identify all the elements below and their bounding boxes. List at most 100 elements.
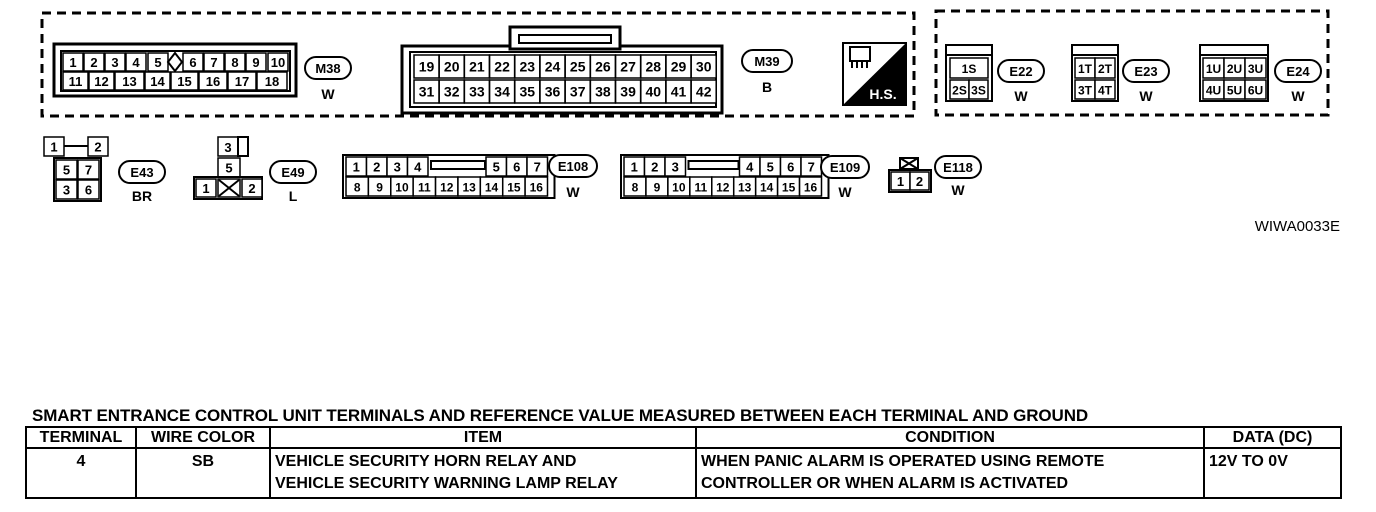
table-caption: SMART ENTRANCE CONTROL UNIT TERMINALS AN…: [32, 406, 1089, 425]
terminal-number: 3: [672, 160, 679, 175]
terminal-number: 11: [694, 181, 707, 195]
terminal-number: 42: [696, 84, 712, 100]
terminal-number: 15: [177, 74, 191, 89]
terminal-cell: [198, 71, 228, 91]
terminal-number: 9: [252, 55, 259, 70]
terminal-number: 5U: [1227, 84, 1242, 98]
header-terminal: TERMINAL: [25, 426, 137, 449]
terminal-number: 7: [808, 160, 815, 175]
terminal-cell: [77, 159, 100, 180]
terminal-number: 2: [916, 174, 923, 189]
condition-line-2: CONTROLLER OR WHEN ALARM IS ACTIVATED: [701, 475, 1069, 492]
terminal-number: 14: [150, 74, 165, 89]
terminal-number: 1: [353, 160, 360, 175]
terminal-number: 2: [651, 160, 658, 175]
terminal-number: 1: [50, 140, 57, 155]
terminal-number: 12: [440, 181, 454, 195]
terminal-cell: [664, 156, 687, 177]
terminal-number: 4U: [1206, 84, 1221, 98]
connector-label-e22: E22 W: [997, 59, 1045, 104]
terminal-number: 2U: [1227, 62, 1242, 76]
terminal-number: 2T: [1098, 62, 1113, 76]
reference-table: TERMINAL WIRE COLOR ITEM CONDITION DATA …: [25, 426, 1342, 499]
header-data: DATA (DC): [1203, 426, 1342, 449]
terminal-number: 1: [897, 174, 904, 189]
cell-item: VEHICLE SECURITY HORN RELAY AND VEHICLE S…: [269, 447, 697, 499]
terminal-number: 33: [469, 84, 485, 100]
terminal-number: 4T: [1098, 84, 1113, 98]
terminal-cell: [524, 176, 549, 197]
latch-slot: [430, 160, 486, 170]
terminal-cell: [968, 79, 989, 100]
connector-color: L: [289, 188, 298, 204]
connector-label-e43: E43 BR: [118, 160, 166, 204]
terminal-cell: [1244, 57, 1267, 79]
terminal-number: 5: [154, 55, 161, 70]
terminal-cell: [949, 57, 989, 79]
terminal-number: 14: [760, 181, 774, 195]
latch-slot: [518, 34, 612, 44]
terminal-number: 10: [395, 181, 409, 195]
terminal-number: 3U: [1248, 62, 1263, 76]
connector-label-m39: M39 B: [741, 49, 793, 95]
terminal-number: 6: [513, 160, 520, 175]
connector-color: W: [321, 86, 335, 102]
harness-side-symbol: H.S.: [842, 42, 907, 106]
terminal-number: 31: [419, 84, 435, 100]
terminal-number: 7: [534, 160, 541, 175]
connector-color: BR: [132, 188, 152, 204]
terminal-number: 10: [672, 181, 686, 195]
cell-terminal: 4: [25, 447, 137, 499]
terminal-number: 2: [90, 55, 97, 70]
terminal-number: 1: [202, 181, 209, 196]
terminal-number: 4: [414, 160, 422, 175]
terminal-number: 2: [94, 140, 101, 155]
terminal-number: 5: [63, 163, 70, 178]
terminal-cell: [406, 156, 429, 177]
connector-color: W: [951, 182, 965, 198]
latch-slot: [687, 160, 740, 170]
item-line-1: VEHICLE SECURITY HORN RELAY AND: [275, 453, 577, 470]
terminal-number: 23: [520, 59, 536, 75]
item-line-2: VEHICLE SECURITY WARNING LAMP RELAY: [275, 475, 618, 492]
terminal-number: 38: [595, 84, 611, 100]
connector-id: E49: [281, 165, 304, 180]
terminal-cell: [256, 71, 288, 91]
connector-id: M38: [315, 61, 340, 76]
locator-diamond: [166, 51, 184, 73]
terminal-number: 22: [494, 59, 510, 75]
connector-label-e49: E49 L: [269, 160, 317, 204]
connector-id: E23: [1134, 64, 1157, 79]
terminal-number: 5: [767, 160, 774, 175]
terminal-cell: [1094, 57, 1116, 79]
terminal-number: 13: [738, 181, 752, 195]
terminal-number: 4: [746, 160, 754, 175]
latch-x: [899, 157, 919, 170]
condition-line-1: WHEN PANIC ALARM IS OPERATED USING REMOT…: [701, 453, 1105, 470]
connector-icon: [849, 46, 871, 62]
terminal-number: 2: [248, 181, 255, 196]
terminal-cell: [245, 52, 267, 72]
terminal-number: 30: [696, 59, 712, 75]
terminal-cell: [144, 71, 171, 91]
harness-group-m: [40, 11, 916, 118]
terminal-cell: [104, 52, 126, 72]
terminal-number: 13: [122, 74, 136, 89]
cavity-x: [218, 179, 240, 197]
connector-color: W: [838, 184, 852, 200]
terminal-number: 5: [225, 161, 232, 176]
terminal-number: 6: [85, 183, 92, 198]
terminal-number: 24: [545, 59, 561, 75]
cell-data: 12V TO 0V: [1203, 447, 1342, 499]
connector-id: E43: [130, 165, 153, 180]
terminal-cell: [83, 52, 105, 72]
terminal-cell: [526, 156, 549, 177]
connector-label-e118: E118 W: [934, 155, 982, 198]
terminal-cell: [224, 52, 246, 72]
